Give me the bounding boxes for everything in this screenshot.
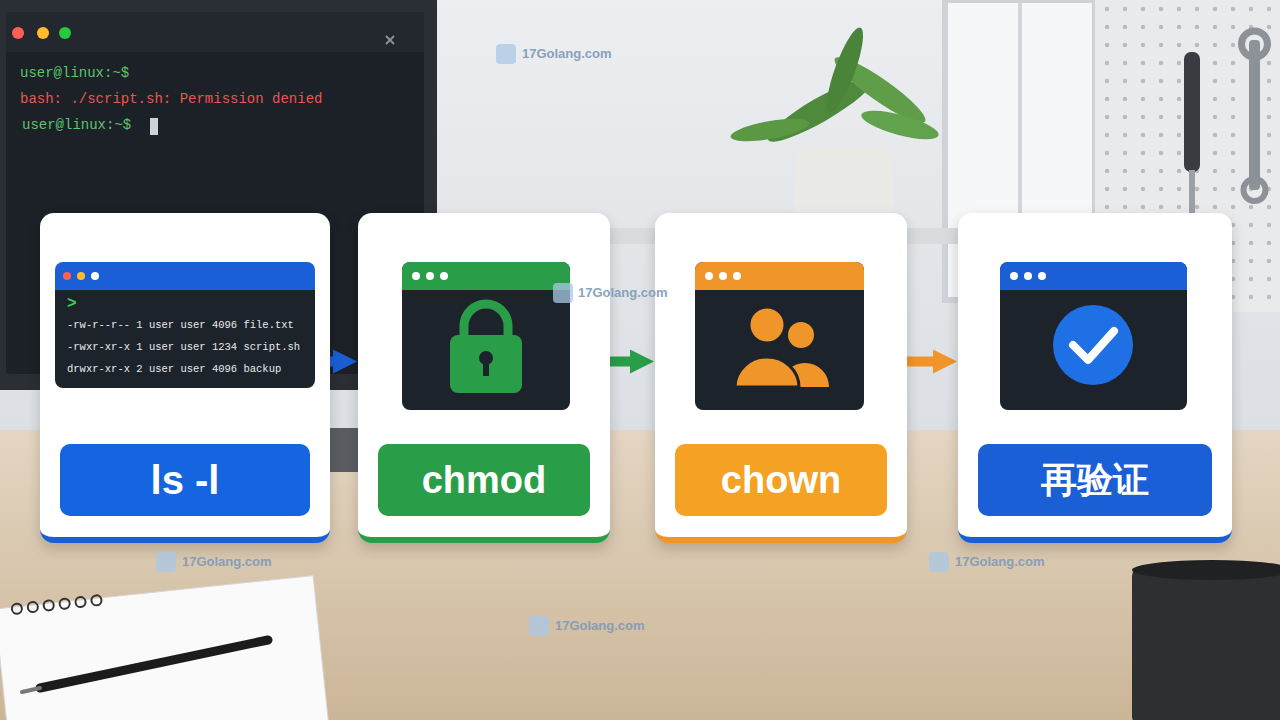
monitor: [6, 12, 424, 52]
notebook: [11, 603, 22, 614]
lock-window: [402, 262, 570, 410]
lock-window: [402, 262, 570, 290]
lock-window: [402, 278, 570, 290]
pegboard: [1184, 52, 1200, 172]
check-window: [1010, 272, 1018, 280]
flow-arrow: [610, 357, 630, 367]
lock-window: [479, 351, 493, 365]
watermark-icons: [929, 552, 949, 572]
check-window: [1038, 272, 1046, 280]
check-window: [1000, 278, 1187, 290]
cursor: [150, 118, 158, 135]
users-window: [695, 278, 864, 290]
check-window: [1000, 262, 1187, 290]
prompt-symbol: >: [67, 294, 305, 314]
monitor: [386, 36, 394, 44]
terminal-window: >-rw-r--r-- 1 user user 4096 file.txt-rw…: [55, 262, 315, 388]
window-dots: [77, 272, 85, 280]
step-card: 再验证: [958, 213, 1232, 543]
terminal-prompt: user@linux:~$: [20, 65, 129, 81]
monitor: [386, 36, 394, 44]
pegboard: [1244, 179, 1266, 201]
plant: [820, 24, 870, 115]
window-dots: [63, 272, 99, 280]
window-dots: [63, 272, 71, 280]
mug: [1132, 560, 1280, 580]
lock-window: [464, 304, 508, 338]
check-window: [1073, 331, 1114, 360]
pegboard: [1242, 31, 1268, 57]
watermark: 17Golang.com: [555, 618, 645, 633]
check-window: [1000, 262, 1187, 410]
command-button: ls -l: [60, 444, 310, 516]
lock-window: [440, 272, 448, 280]
notebook: [27, 602, 38, 613]
flow-arrow: [907, 357, 933, 367]
users-window: [733, 272, 741, 280]
listing-line: -rwxr-xr-x 1 user user 1234 script.sh: [67, 336, 305, 358]
window-dots: [91, 272, 99, 280]
command-button: 再验证: [978, 444, 1212, 516]
notebook: [0, 576, 330, 720]
mug: [1132, 560, 1280, 720]
watermark-icons: [553, 283, 573, 303]
watermark: 17Golang.com: [522, 46, 612, 61]
notebook: [75, 597, 86, 608]
listing-line: -rw-r--r-- 1 user user 4096 file.txt: [67, 314, 305, 336]
step-card: chown: [655, 213, 907, 543]
users-window: [749, 307, 785, 343]
flow-arrow: [330, 357, 333, 367]
watermark-icons: [156, 44, 949, 636]
users-window: [735, 357, 799, 387]
mug: [1132, 566, 1280, 720]
pen: [22, 640, 268, 692]
command-button: chmod: [378, 444, 590, 516]
monitor: [12, 27, 24, 39]
terminal-error: bash: ./script.sh: Permission denied: [20, 91, 322, 107]
watermark-icons: [529, 616, 549, 636]
users-window: [695, 262, 864, 290]
notebook: [59, 598, 70, 609]
monitor: [59, 27, 71, 39]
watermark-icons: [156, 552, 176, 572]
command-button: chown: [675, 444, 887, 516]
lock-window: [483, 360, 489, 376]
listing-line: drwxr-xr-x 2 user user 4096 backup: [67, 358, 305, 380]
watermark: 17Golang.com: [955, 554, 1045, 569]
check-window: [1024, 272, 1032, 280]
pen: [22, 688, 40, 692]
users-window: [695, 262, 864, 410]
users-window: [788, 322, 814, 348]
watermark-icons: [496, 44, 516, 64]
users-window: [705, 272, 713, 280]
pegboard: [1249, 40, 1260, 190]
plant: [729, 24, 941, 232]
notebook: [0, 573, 330, 720]
lock-window: [412, 272, 420, 280]
monitor: [37, 27, 49, 39]
check-window: [1053, 305, 1133, 385]
check-window: [1000, 262, 1187, 410]
step-card: ls -l >-rw-r--r-- 1 user user 4096 file.t…: [40, 213, 330, 543]
notebook: [43, 600, 54, 611]
pen: [40, 640, 268, 688]
notebook: [91, 595, 102, 606]
users-window: [695, 262, 864, 410]
plant: [729, 114, 811, 146]
pegboard: [1189, 170, 1195, 218]
terminal-prompt: user@linux:~$: [22, 117, 131, 133]
lock-window: [426, 272, 434, 280]
lock-window: [450, 335, 522, 393]
step-card: chmod: [358, 213, 610, 543]
plant: [859, 105, 941, 145]
users-window: [781, 363, 829, 387]
watermark: 17Golang.com: [182, 554, 272, 569]
users-window: [719, 272, 727, 280]
lock-window: [402, 262, 570, 410]
